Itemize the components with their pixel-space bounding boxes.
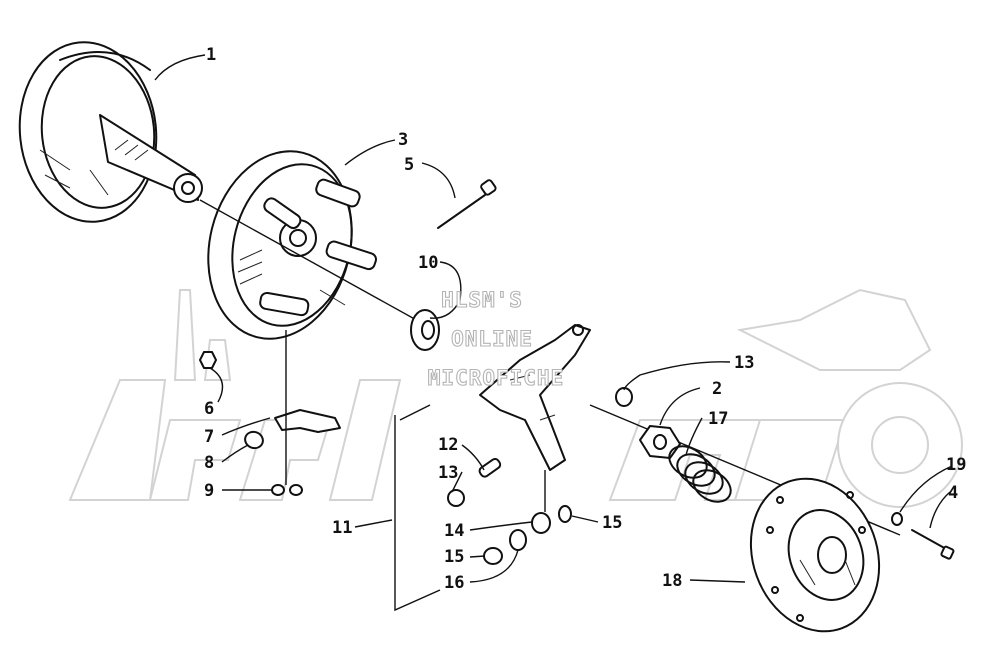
watermark-line-3: MICROFICHE	[428, 366, 564, 390]
bolt-part-4	[911, 529, 955, 560]
callout-8: 8	[204, 453, 214, 473]
roller-part-16	[509, 529, 527, 551]
callout-10: 10	[418, 253, 438, 273]
nut-part-6	[199, 351, 217, 369]
washer-part-19	[891, 512, 903, 526]
center-guide-line-2	[399, 404, 431, 421]
washer-part-10	[410, 309, 440, 351]
callout-14: 14	[444, 521, 464, 541]
pin-part-12	[478, 457, 502, 478]
washers-part-9	[271, 484, 303, 496]
roller-part-13-upper	[615, 387, 633, 407]
callout-1: 1	[206, 45, 216, 65]
callout-5: 5	[404, 155, 414, 175]
washer-part-15-left	[483, 547, 503, 565]
callout-4: 4	[948, 483, 958, 503]
assembly-axis-line	[199, 199, 421, 323]
leader-lines	[154, 54, 953, 583]
roller-part-13-lower	[447, 489, 465, 507]
callout-7: 7	[204, 427, 214, 447]
spider-bracket	[479, 324, 591, 471]
callout-16: 16	[444, 573, 464, 593]
callout-11: 11	[332, 518, 352, 538]
callout-12: 12	[438, 435, 458, 455]
washer-part-15-right	[558, 505, 572, 523]
bushing-part-14	[531, 512, 551, 534]
watermark-text: HLSM'S ONLINE MICROFICHE	[427, 287, 564, 390]
cover-part-18	[749, 477, 881, 633]
watermark-line-2: ONLINE	[451, 327, 533, 351]
group-11-bracket	[394, 415, 441, 612]
arm-part-7	[274, 409, 341, 433]
watermark-line-1: HLSM'S	[441, 288, 523, 312]
nut-part-2	[639, 425, 681, 459]
callout-labels: 1 3 5 10 6 7 8 9 13 2 17 12 13 11 14 15 …	[204, 45, 966, 593]
callout-15-left: 15	[444, 547, 464, 567]
callout-13-lower: 13	[438, 463, 458, 483]
callout-15-right: 15	[602, 513, 622, 533]
callout-13-upper: 13	[734, 353, 754, 373]
callout-6: 6	[204, 399, 214, 419]
callout-9: 9	[204, 481, 214, 501]
callout-18: 18	[662, 571, 682, 591]
callout-19: 19	[946, 455, 966, 475]
callout-3: 3	[398, 130, 408, 150]
movable-sheave-part-3	[207, 150, 377, 340]
spring-part-17	[668, 445, 732, 503]
fixed-sheave-part-1	[18, 41, 203, 223]
callout-2: 2	[712, 379, 722, 399]
bolt-part-5	[437, 179, 497, 229]
callout-17: 17	[708, 409, 728, 429]
roller-part-8	[244, 430, 264, 450]
